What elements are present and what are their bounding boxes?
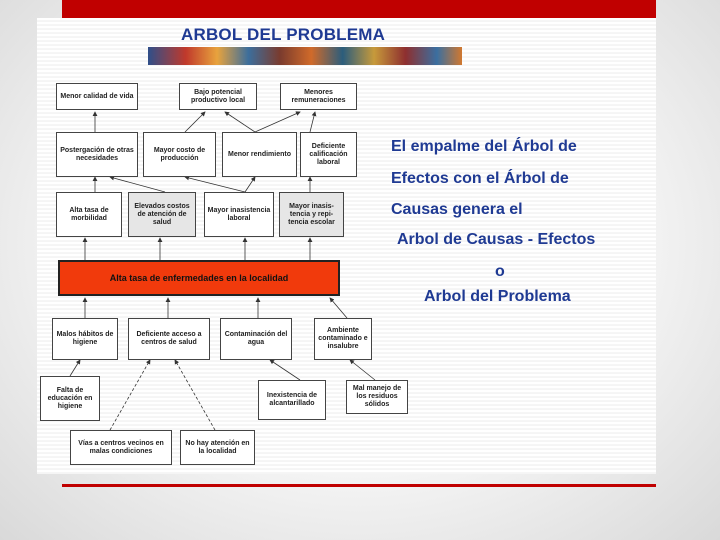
cause-box-mal-manejo-residuos: Mal manejo de los residuos sólidos [346, 380, 408, 414]
cause-box-malos-habitos: Malos hábitos de higiene [52, 318, 118, 360]
side-text-line-2: Efectos con el Árbol de [391, 170, 569, 188]
side-text-line-3: Causas genera el [391, 201, 523, 219]
arrow [350, 360, 375, 380]
effect-box-menor-rendimiento: Menor rendimiento [222, 132, 297, 177]
arrow [255, 112, 300, 132]
cause-box-falta-educacion: Falta de educación en higiene [40, 376, 100, 421]
cause-box-ambiente-contaminado: Ambiente contaminado e insalubre [314, 318, 372, 360]
cause-box-deficiente-acceso: Deficiente acceso a centros de salud [128, 318, 210, 360]
effect-box-elevados-costos: Elevados costos de atención de salud [128, 192, 196, 237]
arrow [225, 112, 255, 132]
side-text-line-1: El empalme del Árbol de [391, 138, 577, 156]
effect-box-alta-morbilidad: Alta tasa de morbilidad [56, 192, 122, 237]
effect-box-deficiente-calificacion: Deficiente calificación laboral [300, 132, 357, 177]
cause-box-inexistencia-alcantarillado: Inexistencia de alcantarillado [258, 380, 326, 420]
cause-box-vias-malas: Vías a centros vecinos en malas condicio… [70, 430, 172, 465]
arrow [175, 360, 215, 430]
effect-box-postergacion: Postergación de otras necesidades [56, 132, 138, 177]
effect-box-menores-remuneraciones: Menores remuneraciones [280, 83, 357, 110]
arrow [70, 360, 80, 376]
arrow [185, 177, 245, 192]
arrow [245, 177, 255, 192]
central-problem-box: Alta tasa de enfermedades en la localida… [58, 260, 340, 296]
arrow [185, 112, 205, 132]
arrow [310, 112, 315, 132]
cause-box-no-atencion: No hay atención en la localidad [180, 430, 255, 465]
effect-box-bajo-potencial: Bajo potencial productivo local [179, 83, 257, 110]
cause-box-contaminacion-agua: Contaminación del agua [220, 318, 292, 360]
effect-box-menor-calidad: Menor calidad de vida [56, 83, 138, 110]
effect-box-inasistencia-escolar: Mayor inasis- tencia y repi- tencia esco… [279, 192, 344, 237]
effect-box-inasistencia-laboral: Mayor inasistencia laboral [204, 192, 274, 237]
side-text-line-5: o [495, 263, 505, 281]
arrow [110, 177, 165, 192]
arrow [330, 298, 347, 318]
arrow [110, 360, 150, 430]
side-text-line-4: Arbol de Causas - Efectos [397, 231, 595, 249]
effect-box-mayor-costo: Mayor costo de producción [143, 132, 216, 177]
arrow [270, 360, 300, 380]
side-text-line-6: Arbol del Problema [424, 288, 571, 306]
